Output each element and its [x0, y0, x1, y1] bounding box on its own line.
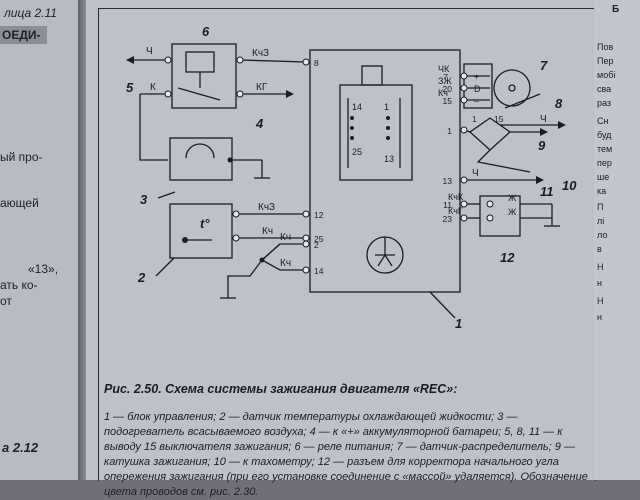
wire-label-kch-bottom1: Кч — [280, 232, 291, 243]
right-page-line: пер — [597, 158, 612, 168]
right-page-header: Б — [612, 4, 620, 15]
pin-number-23: 23 — [443, 214, 453, 224]
right-page-line: Пов — [597, 42, 614, 52]
distributor-plus-sign: + — [474, 72, 479, 82]
connector-number-14: 14 — [352, 102, 362, 112]
coil-pin-15: 15 — [494, 114, 504, 124]
wire-label-chk: ЧК — [438, 64, 450, 74]
right-page-line: Н — [597, 262, 604, 272]
component-number-3: 3 — [140, 192, 148, 207]
distributor-sensor — [493, 69, 531, 107]
right-page-line: ло — [597, 230, 608, 240]
left-page-line: ать ко- — [0, 278, 38, 292]
pin-number-12: 12 — [314, 210, 324, 220]
left-page-table-header: ОЕДИ- — [0, 26, 47, 44]
pin-number-13: 13 — [443, 176, 453, 186]
pin-number-2: 2 — [314, 240, 319, 250]
wire-label-kchg: КчГ — [448, 206, 463, 216]
right-page-line: сва — [597, 84, 612, 94]
left-page-line: от — [0, 294, 12, 308]
control-unit-connector — [339, 84, 413, 181]
ignition-wiring-diagram: 123456789101112ЧККчЗКГКчЗКчКчКчЧКЗЖКчЧЧК… — [126, 24, 577, 331]
pin-number-14: 14 — [314, 266, 324, 276]
pin-number-1: 1 — [447, 126, 452, 136]
component-number-11: 11 — [540, 184, 554, 199]
pin-number-11: 11 — [443, 200, 452, 210]
wire-label-kch-right: Кч — [438, 88, 448, 98]
control-unit-box — [309, 49, 461, 293]
pin-number-8: 8 — [314, 58, 319, 68]
distributor-minus-sign: – — [474, 96, 479, 106]
component-number-1: 1 — [455, 316, 462, 331]
power-relay-box — [171, 43, 237, 109]
pin-number-20: 20 — [443, 84, 453, 94]
right-page-line: ка — [597, 186, 607, 196]
right-page-line: н — [597, 278, 602, 288]
connector-number-1: 1 — [384, 102, 389, 112]
left-page — [0, 0, 78, 480]
pin-number-15: 15 — [443, 96, 453, 106]
wire-label-ch-13: Ч — [472, 168, 479, 179]
connector-number-25: 25 — [352, 147, 362, 157]
wire-label-kch-sensor: Кч — [262, 226, 273, 237]
component-number-2: 2 — [137, 270, 146, 285]
connector-number-13: 13 — [384, 154, 394, 164]
wire-label-kchz-sensor: КчЗ — [258, 202, 275, 213]
left-page-line: «13», — [28, 262, 59, 276]
pin-number-25: 25 — [314, 234, 324, 244]
right-page-line: тем — [597, 144, 613, 154]
component-number-4: 4 — [255, 116, 264, 131]
wire-label-k: К — [150, 82, 156, 93]
component-number-10: 10 — [562, 178, 577, 193]
wire-label-ch: Ч — [146, 46, 153, 57]
wire-label-kg: КГ — [256, 82, 268, 93]
wire-label-kchk: КчК — [448, 192, 464, 202]
wire-label-zh2: Ж — [508, 207, 517, 217]
book-gutter — [78, 0, 86, 480]
left-page-footer: а 2.12 — [2, 440, 39, 455]
right-page-line: Пер — [597, 56, 614, 66]
component-number-6: 6 — [202, 24, 210, 39]
component-number-12: 12 — [500, 250, 515, 265]
right-page-line: мобі — [597, 70, 616, 80]
wire-label-ch-coil: Ч — [540, 114, 547, 125]
connector-latch — [361, 65, 383, 86]
right-page-column — [594, 0, 640, 480]
figure-description: 1 — блок управления; 2 — датчик температ… — [104, 411, 588, 498]
distributor-d-sign: D — [474, 84, 481, 94]
right-page-line: в — [597, 244, 602, 254]
right-page-line: Н — [597, 296, 604, 306]
right-page-line: буд — [597, 130, 612, 140]
left-page-line: ый про- — [0, 150, 43, 164]
temp-sensor-box — [169, 203, 233, 259]
right-page-line: ше — [597, 172, 610, 182]
coil-pin-1: 1 — [472, 114, 477, 124]
component-number-5: 5 — [126, 80, 134, 95]
left-page-header: лица 2.11 — [4, 6, 57, 20]
component-number-9: 9 — [538, 138, 546, 153]
octane-corrector-connector — [479, 195, 521, 237]
right-page-line: П — [597, 202, 604, 212]
right-page-line: н — [597, 312, 602, 322]
wire-label-kch-bottom2: Кч — [280, 258, 291, 269]
component-number-7: 7 — [540, 58, 548, 73]
wire-label-zh1: Ж — [508, 193, 517, 203]
component-number-8: 8 — [555, 96, 563, 111]
right-page-line: лі — [597, 216, 605, 226]
pin-number-7: 7 — [443, 72, 448, 82]
figure-title: Рис. 2.50. Схема системы зажигания двига… — [104, 382, 458, 396]
wire-label-zzh: ЗЖ — [438, 76, 452, 86]
left-page-line: ающей — [0, 196, 39, 210]
right-page-line: раз — [597, 98, 612, 108]
sensor-temperature-label: t° — [200, 216, 210, 231]
wire-label-kchz-relay: КчЗ — [252, 48, 269, 59]
right-page-line: Сн — [597, 116, 609, 126]
main-page — [86, 0, 640, 480]
